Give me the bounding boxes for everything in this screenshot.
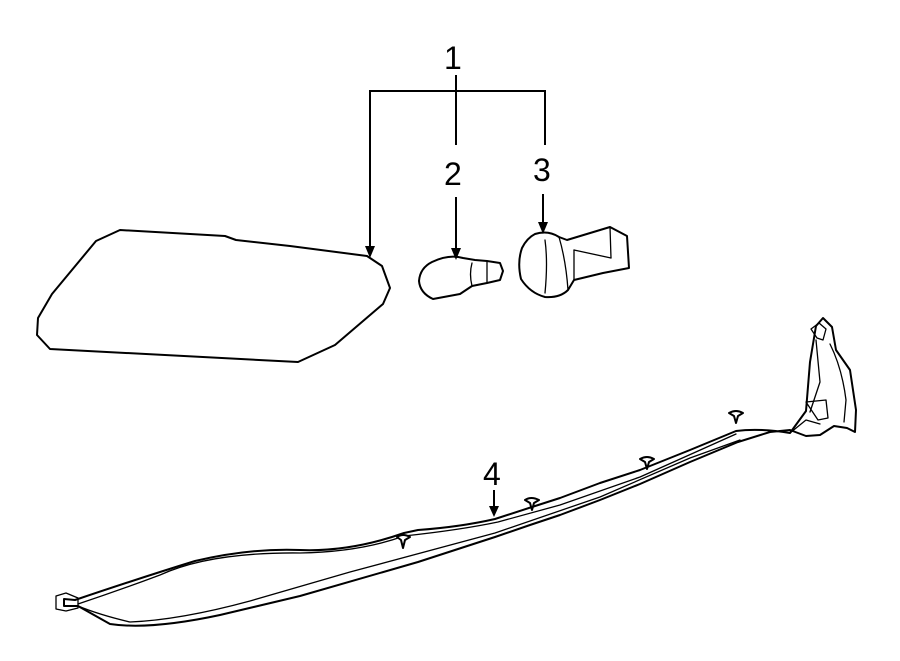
harness-clip: [396, 534, 411, 549]
wiring-harness: [55, 317, 857, 627]
callout-number-3: 3: [533, 152, 551, 188]
bulb: [418, 255, 504, 300]
callout-2: 2: [444, 156, 462, 260]
callout-4: 4: [483, 456, 501, 517]
socket: [518, 226, 630, 299]
callout-number-2: 2: [444, 156, 462, 192]
harness-clip: [639, 456, 655, 470]
harness-clip: [524, 497, 540, 511]
callout-number-1: 1: [444, 40, 462, 76]
callout-1: 1: [365, 40, 546, 258]
lamp-lens: [36, 229, 391, 363]
callout-number-4: 4: [483, 456, 501, 492]
harness-clip: [728, 410, 744, 424]
callout-3: 3: [533, 152, 551, 234]
